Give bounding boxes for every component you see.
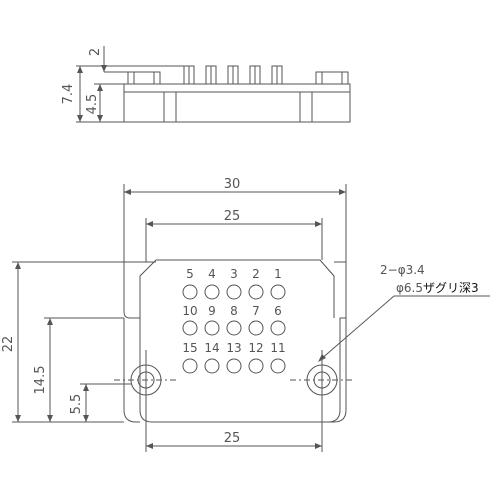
pin-number: 8 — [230, 304, 238, 318]
side-left-block — [127, 71, 161, 85]
pin-number: 6 — [274, 304, 282, 318]
side-body — [123, 83, 351, 123]
front-lower-flange — [123, 318, 140, 423]
arrow — [47, 415, 53, 422]
pin-number: 12 — [248, 341, 263, 355]
arrow — [315, 443, 322, 449]
pin-hole — [270, 320, 286, 336]
pin-hole — [248, 320, 264, 336]
pin-number: 15 — [182, 341, 197, 355]
pin-hole — [270, 358, 286, 374]
pin-hole — [248, 358, 264, 374]
arrow — [83, 415, 89, 422]
note-leader — [319, 295, 395, 361]
counterbore-diameter: φ6.5 — [396, 281, 423, 295]
pin-hole — [204, 284, 220, 300]
dim-label-25-bottom: 25 — [224, 431, 241, 446]
arrow — [318, 354, 326, 362]
pin-number: 5 — [186, 267, 194, 281]
pin-number: 3 — [230, 267, 238, 281]
arrow — [339, 189, 346, 195]
front-housing — [139, 259, 335, 318]
arrow — [77, 66, 83, 73]
pin-number: 4 — [208, 267, 216, 281]
dim-label-2: 2 — [88, 48, 103, 56]
side-bottom-teeth — [163, 92, 313, 122]
side-pins — [183, 65, 283, 85]
dim-label-30: 30 — [224, 177, 241, 192]
arrow — [146, 221, 153, 227]
arrow — [101, 65, 107, 72]
dim-label-14-5: 14.5 — [33, 366, 48, 395]
pin-hole — [204, 358, 220, 374]
arrow — [77, 115, 83, 122]
pin-hole — [226, 284, 242, 300]
pin-circles — [182, 284, 286, 374]
pin-number: 7 — [252, 304, 260, 318]
front-outline — [123, 262, 347, 423]
pin-hole — [226, 358, 242, 374]
pin-hole — [204, 320, 220, 336]
pin-hole — [182, 320, 198, 336]
pin-hole — [248, 284, 264, 300]
arrow — [124, 189, 131, 195]
pin-hole — [270, 284, 286, 300]
arrow — [97, 115, 103, 122]
arrow — [83, 384, 89, 391]
pin-hole — [182, 284, 198, 300]
arrow — [47, 318, 53, 325]
dim-label-5-5: 5.5 — [69, 394, 84, 415]
pin-number: 1 — [274, 267, 282, 281]
counterbore-depth: ザグリ深3 — [423, 281, 479, 295]
dim-label-22: 22 — [1, 336, 16, 353]
front-lower-flange-right — [328, 318, 347, 423]
pin-hole — [226, 320, 242, 336]
front-view — [12, 184, 490, 452]
pin-hole — [182, 358, 198, 374]
side-right-block — [315, 71, 349, 85]
side-view — [76, 46, 351, 123]
hole-note-line2: φ6.5ザグリ深3 — [396, 281, 479, 295]
pin-number: 14 — [204, 341, 219, 355]
pin-number: 13 — [226, 341, 241, 355]
dim-label-7-4: 7.4 — [61, 84, 76, 105]
pin-number: 9 — [208, 304, 216, 318]
hole-note-line1: 2−φ3.4 — [380, 263, 425, 277]
pin-labels: 5 4 3 2 1 10 9 8 7 6 15 14 13 12 11 — [182, 267, 285, 355]
pin-number: 2 — [252, 267, 260, 281]
pin-number: 11 — [270, 341, 285, 355]
arrow — [15, 262, 21, 269]
arrow — [15, 415, 21, 422]
arrow — [97, 84, 103, 91]
dim-label-25-top: 25 — [224, 209, 241, 224]
arrow — [146, 443, 153, 449]
arrow — [315, 221, 322, 227]
dim-label-4-5: 4.5 — [85, 94, 100, 115]
pin-number: 10 — [182, 304, 197, 318]
